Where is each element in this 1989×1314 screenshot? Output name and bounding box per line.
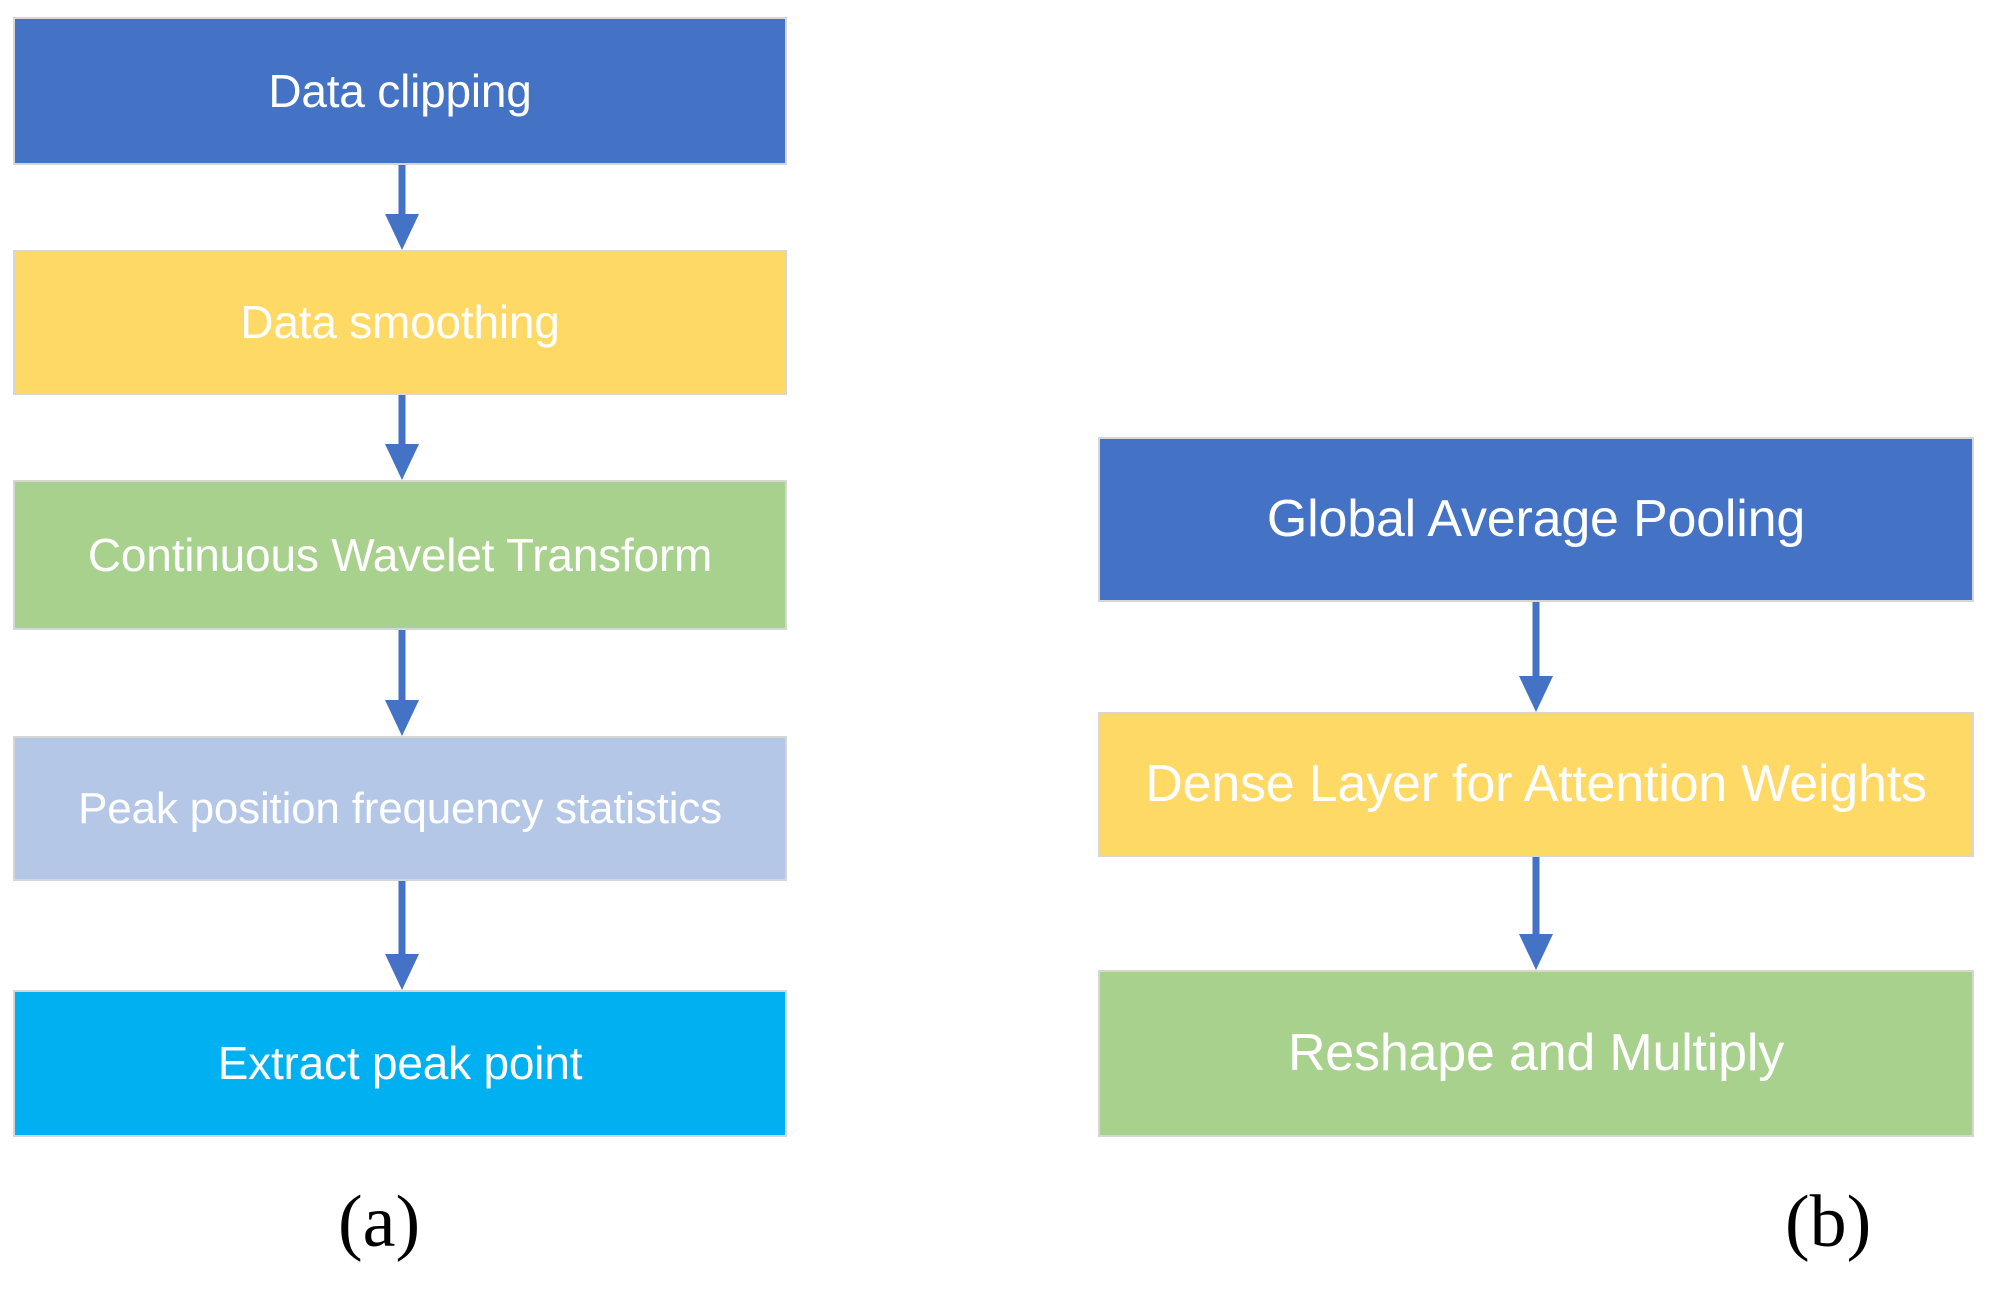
flow-node-label: Dense Layer for Attention Weights: [1145, 754, 1927, 813]
flow-node-global-average-pooling[interactable]: Global Average Pooling: [1098, 437, 1974, 602]
arrow-head: [1519, 676, 1553, 712]
arrow-shaft: [1532, 602, 1540, 676]
flow-node-label: Extract peak point: [217, 1037, 583, 1090]
flow-node-data-clipping[interactable]: Data clipping: [13, 17, 787, 165]
flow-node-label: Continuous Wavelet Transform: [87, 528, 713, 581]
flow-node-label: Peak position frequency statistics: [78, 783, 722, 833]
flow-node-label: Data smoothing: [240, 296, 560, 349]
arrow-shaft: [398, 881, 406, 954]
flow-node-dense-layer-for-attention-weights[interactable]: Dense Layer for Attention Weights: [1098, 712, 1974, 857]
flow-node-continuous-wavelet-transform[interactable]: Continuous Wavelet Transform: [13, 480, 787, 630]
panel-caption-a: (a): [338, 1181, 421, 1263]
arrow-head: [385, 700, 419, 736]
arrow-shaft: [398, 395, 406, 444]
flow-node-label: Reshape and Multiply: [1287, 1023, 1785, 1082]
arrow-shaft: [398, 165, 406, 214]
flow-node-label: Data clipping: [268, 64, 532, 117]
arrow-head: [385, 444, 419, 480]
flow-node-peak-position-frequency-statistics[interactable]: Peak position frequency statistics: [13, 736, 787, 881]
arrow-head: [1519, 934, 1553, 970]
arrow-head: [385, 214, 419, 250]
arrow-shaft: [398, 630, 406, 700]
panel-caption-b: (b): [1785, 1181, 1872, 1263]
flow-node-reshape-and-multiply[interactable]: Reshape and Multiply: [1098, 970, 1974, 1137]
arrow-shaft: [1532, 857, 1540, 934]
panel-a: Data clipping Data smoothing Continuous …: [13, 17, 787, 1263]
flow-node-data-smoothing[interactable]: Data smoothing: [13, 250, 787, 395]
arrow-head: [385, 954, 419, 990]
panel-b: Global Average Pooling Dense Layer for A…: [995, 0, 1989, 1314]
flow-node-extract-peak-point[interactable]: Extract peak point: [13, 990, 787, 1137]
flow-node-label: Global Average Pooling: [1266, 489, 1806, 548]
